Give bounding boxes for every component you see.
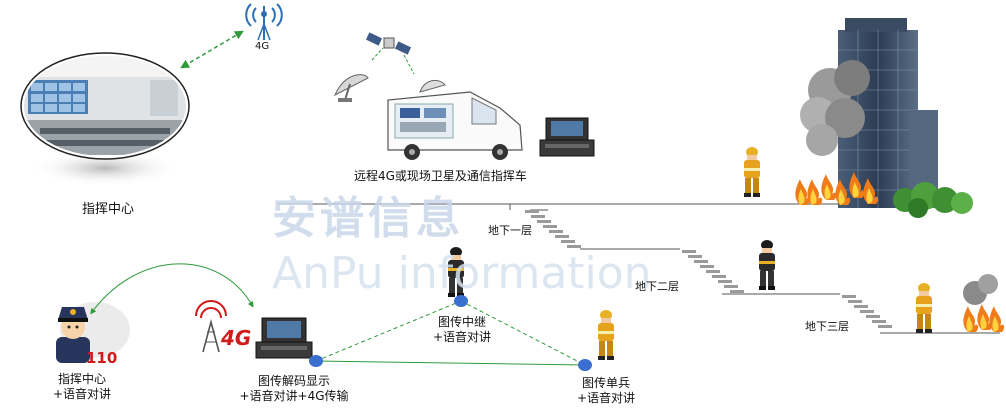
burning-building	[795, 18, 973, 218]
basement-fire	[963, 274, 1005, 332]
decoder-title: 图传解码显示	[257, 374, 330, 388]
firefighter-icon	[744, 147, 760, 197]
badge-110: 110	[86, 349, 118, 367]
command-vehicle-icon	[387, 79, 523, 160]
link-tower-command	[180, 30, 244, 69]
floor-b3-label: 地下三层	[805, 320, 849, 333]
command-bottom-label: 指挥中心 +语音对讲	[42, 372, 122, 402]
command-bottom-title: 指挥中心	[57, 372, 106, 386]
satellite-icon	[333, 32, 415, 102]
signal-tower-icon	[245, 3, 283, 41]
command-center-label: 指挥中心	[82, 202, 135, 217]
floor-b2-label: 地下二层	[635, 280, 679, 293]
briefcase-terminal-icon	[255, 317, 313, 359]
relay-subtitle: +语音对讲	[432, 330, 492, 344]
ground-levels	[278, 203, 1000, 334]
watermark-cn: 安谱信息	[272, 193, 464, 244]
tower-4g-label: 4G	[255, 41, 270, 52]
watermark-en: AnPu information	[272, 248, 652, 299]
firefighter-icon	[916, 283, 932, 333]
floor-b1-label: 地下一层	[488, 224, 532, 237]
soldier-subtitle: +语音对讲	[576, 391, 636, 405]
decoder-subtitle: +语音对讲+4G传输	[239, 389, 349, 403]
link-command-decoder	[90, 263, 254, 315]
relay-label: 图传中继 +语音对讲	[422, 315, 502, 345]
badge-4g: 4G	[221, 326, 252, 350]
police-officer-icon	[56, 302, 130, 363]
command-center-image	[20, 52, 190, 186]
network-links	[309, 295, 592, 371]
decoder-label: 图传解码显示 +语音对讲+4G传输	[214, 374, 374, 404]
firefighter-icon	[759, 240, 775, 290]
command-bottom-subtitle: +语音对讲	[52, 387, 112, 401]
briefcase-terminal-icon	[539, 117, 595, 157]
stairs	[525, 210, 892, 328]
satellite-vehicle-label: 远程4G或现场卫星及通信指挥车	[354, 169, 527, 183]
relay-title: 图传中继	[437, 315, 486, 329]
soldier-title: 图传单兵	[581, 376, 630, 390]
firefighter-icon	[598, 310, 614, 360]
soldier-label: 图传单兵 +语音对讲	[566, 376, 646, 406]
